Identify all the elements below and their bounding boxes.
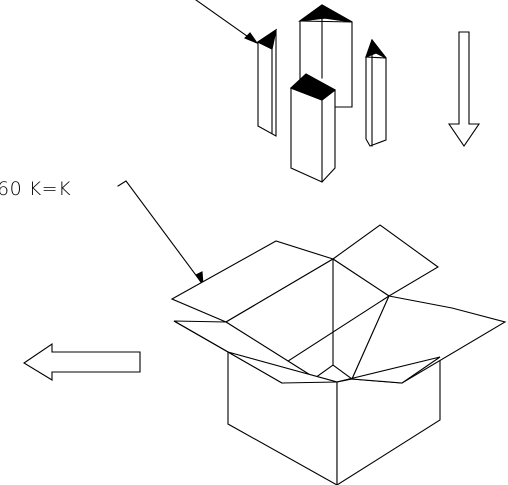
corner-post-back-center xyxy=(297,4,353,108)
corner-post-back-right xyxy=(365,38,387,147)
carton-callout: 60 K=K xyxy=(0,178,204,287)
down-arrow-icon xyxy=(447,31,481,147)
left-arrow-icon xyxy=(22,342,141,381)
corner-post-front xyxy=(289,73,337,183)
carton-front-right-flap-fold xyxy=(336,356,441,384)
open-carton-box xyxy=(170,224,507,485)
corner-post-back-left xyxy=(256,28,277,137)
corner-post-leader-line xyxy=(195,0,259,45)
carton-callout-label: 60 K=K xyxy=(0,178,71,200)
carton-front-right-flap xyxy=(351,295,507,384)
